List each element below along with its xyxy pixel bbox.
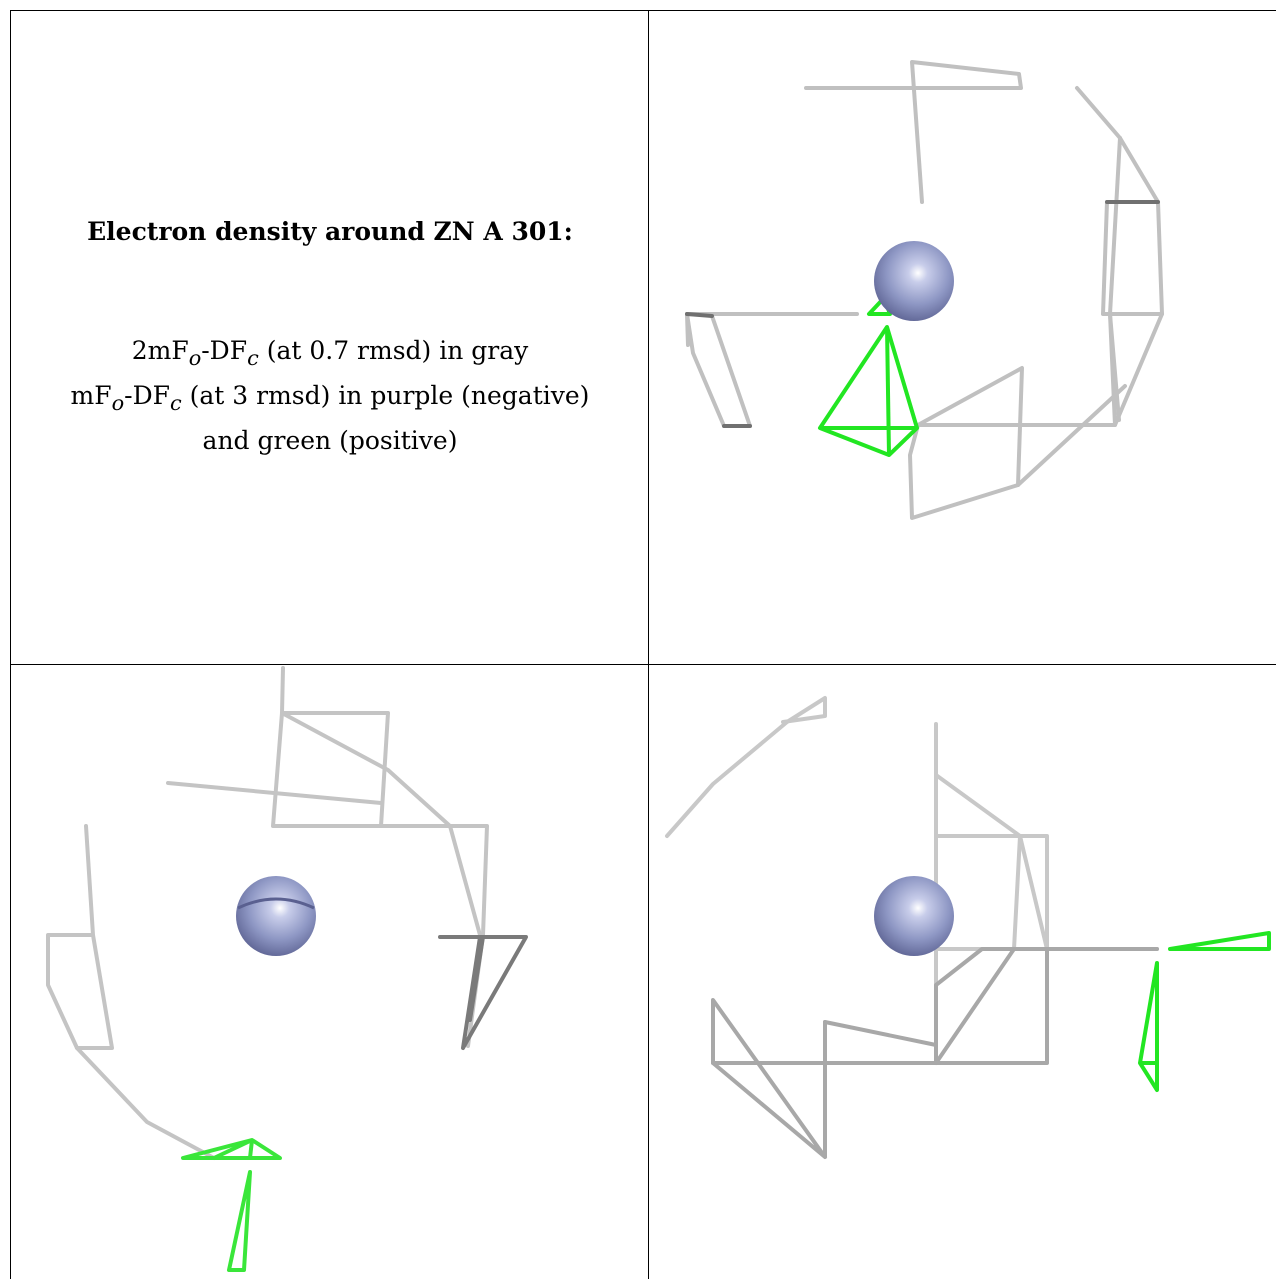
divider-vertical <box>648 10 649 1279</box>
border-top <box>10 10 1276 11</box>
legend-panel: Electron density around ZN A 301: 2mFo-D… <box>12 12 648 664</box>
dark-density-mesh <box>438 935 528 1050</box>
view-top-right <box>685 60 1164 520</box>
divider-horizontal <box>10 664 1276 665</box>
zn-sphere-clip-edge <box>237 897 315 910</box>
green-density-mesh <box>181 1138 282 1272</box>
zn-atom-sphere <box>874 241 954 321</box>
gray-density-mesh <box>685 60 1164 520</box>
dark-density-mesh <box>685 200 1160 428</box>
view-bottom-left <box>46 666 528 1272</box>
gray-density-mesh <box>46 666 489 1160</box>
zn-atom-sphere <box>874 876 954 956</box>
green-density-mesh <box>818 296 919 457</box>
legend-line-mfo: mFo-DFc (at 3 rmsd) in purple (negative) <box>70 381 590 415</box>
dark-density-mesh <box>711 947 1159 1159</box>
zn-atom-sphere <box>236 876 316 956</box>
legend-text: 2mFo-DFc (at 0.7 rmsd) in gray mFo-DFc (… <box>12 332 648 460</box>
border-left <box>10 10 11 1279</box>
legend-line-green: and green (positive) <box>202 426 458 455</box>
legend-title: Electron density around ZN A 301: <box>87 217 573 246</box>
legend-line-2mfo: 2mFo-DFc (at 0.7 rmsd) in gray <box>131 336 529 370</box>
green-density-mesh <box>1138 931 1271 1092</box>
view-bottom-right <box>665 696 1271 1159</box>
